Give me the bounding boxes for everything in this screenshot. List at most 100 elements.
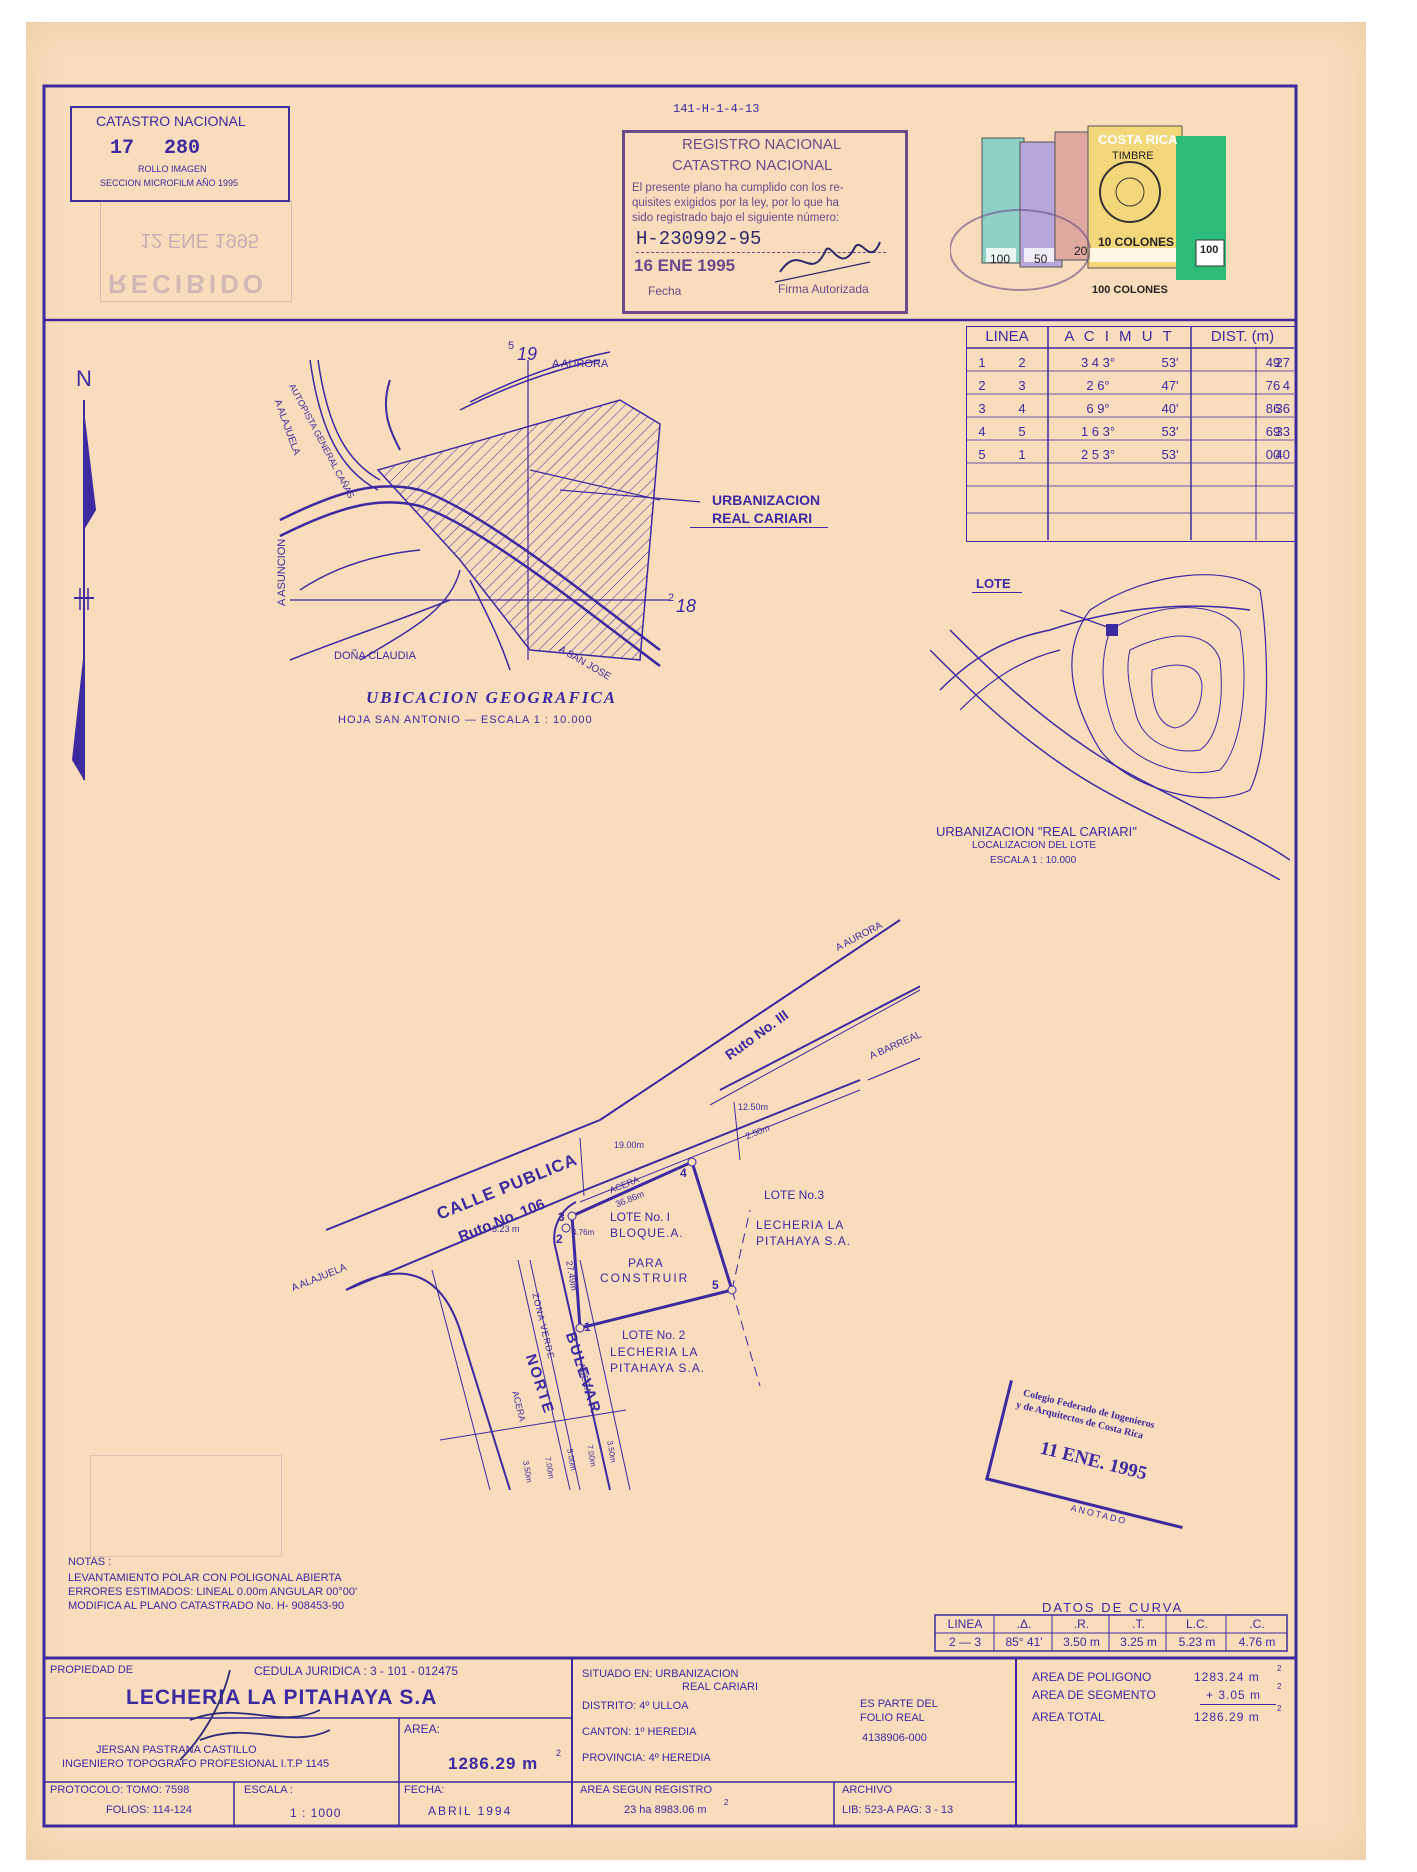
row-dist-cm: 00	[1265, 447, 1281, 462]
row-deg: 2 5 3°	[1080, 447, 1116, 462]
engineer-title: INGENIERO TOPOGRAFO PROFESIONAL I.T.P 11…	[62, 1758, 330, 1770]
situado-value: REAL CARIARI	[682, 1681, 759, 1693]
situado-label: SITUADO EN: URBANIZACION	[582, 1668, 739, 1680]
curve-value-c: 4.76 m	[1238, 1635, 1276, 1649]
area-registro-value: 23 ha 8983.06 m	[624, 1804, 707, 1816]
catastro-box	[70, 106, 290, 202]
row-dist-cm: 86	[1265, 401, 1281, 416]
notes-line-1: LEVANTAMIENTO POLAR CON POLIGONAL ABIERT…	[68, 1572, 342, 1584]
area-segmento-underline	[1200, 1704, 1276, 1705]
curve-value-delta: 85° 41'	[1005, 1635, 1043, 1649]
site-vertex-1: 1	[584, 1320, 591, 1334]
urbanizacion-underline	[690, 527, 828, 528]
row-from: 4	[978, 424, 986, 439]
catastro-number-a: 17	[110, 137, 135, 160]
engineer-signature-icon	[179, 1669, 331, 1761]
coord-right-b: 18	[676, 596, 697, 616]
area-total-value: 1286.29 m	[1194, 1710, 1260, 1724]
stamp-colones-100: 100 COLONES	[1092, 284, 1168, 296]
coord-right-a: 2	[668, 592, 675, 604]
azimuth-header-linea: LINEA	[985, 328, 1029, 345]
firma-label: Firma Autorizada	[778, 282, 869, 296]
registro-text-2: quisites exigidos por la ley, por lo que…	[632, 197, 839, 209]
row-min: 40'	[1161, 401, 1179, 416]
site-lecheria-3a: LECHERIA LA	[756, 1218, 845, 1232]
stamp-value-20: 20	[1074, 244, 1088, 258]
protocolo: PROTOCOLO: TOMO: 7598	[50, 1784, 190, 1796]
site-vertex-2: 2	[556, 1232, 563, 1246]
title-block-grid	[44, 1656, 1296, 1826]
notes-title: NOTAS :	[68, 1556, 112, 1568]
curve-value-linea: 2 — 3	[948, 1635, 981, 1649]
area-registro-sq: 2	[724, 1798, 729, 1807]
recibido-date: 12 ENE 1995	[140, 229, 259, 251]
distrito: DISTRITO: 4º ULLOA	[582, 1700, 689, 1712]
area-registro-label: AREA SEGUN REGISTRO	[580, 1784, 713, 1796]
curve-header-c: .C.	[1249, 1617, 1265, 1631]
curve-table-title: DATOS DE CURVA	[1042, 1600, 1184, 1615]
site-d-12-50: 12.50m	[738, 1102, 769, 1112]
seccion-label: SECCION MICROFILM AÑO 1995	[100, 178, 239, 188]
row-from: 2	[978, 378, 986, 393]
registro-number-line	[636, 252, 886, 253]
label-asuncion: A ASUNCION	[276, 538, 288, 606]
registro-text-1: El presente plano ha cumplido con los re…	[632, 182, 844, 194]
site-lecheria-2b: PITAHAYA S.A.	[610, 1361, 706, 1375]
lote-underline	[972, 592, 1022, 593]
fecha-value: ABRIL 1994	[428, 1804, 513, 1818]
curve-header-lc: L.C.	[1185, 1617, 1208, 1631]
area-poligono-label: AREA DE POLIGONO	[1032, 1670, 1152, 1684]
escala-value: 1 : 1000	[290, 1806, 342, 1820]
row-deg: 3 4 3°	[1080, 355, 1116, 370]
canton: CANTON: 1º HEREDIA	[582, 1726, 697, 1738]
fecha-title-label: FECHA:	[404, 1784, 445, 1796]
reference-code: 141-H-1-4-13	[673, 102, 760, 116]
area-poligono-sq: 2	[1277, 1664, 1282, 1673]
row-deg: 1 6 3°	[1080, 424, 1116, 439]
row-min: 53'	[1161, 447, 1179, 462]
propiedad-label: PROPIEDAD DE	[50, 1664, 134, 1676]
area-total-sq: 2	[1277, 1704, 1282, 1713]
row-min: 53'	[1161, 424, 1179, 439]
row-to: 5	[1018, 424, 1026, 439]
row-to: 3	[1018, 378, 1026, 393]
fecha-label: Fecha	[648, 284, 682, 298]
azimuth-table-grid	[966, 326, 1294, 540]
row-min: 47'	[1161, 378, 1179, 393]
site-lote-2: LOTE No. 2	[622, 1328, 686, 1342]
label-dona-claudia: DOÑA CLAUDIA	[334, 650, 416, 662]
label-aurora: A AURORA	[552, 358, 609, 370]
site-d-4-76: 4.76m	[572, 1228, 595, 1237]
row-to: 4	[1018, 401, 1026, 416]
row-dist-m: 27	[1275, 355, 1290, 370]
registro-text-3: sido registrado bajo el siguiente número…	[632, 212, 840, 224]
owner-name: LECHERIA LA PITAHAYA S.A	[126, 1686, 438, 1709]
north-label: N	[76, 366, 92, 391]
site-bloque: BLOQUE.A.	[610, 1226, 684, 1240]
es-parte-1: ES PARTE DEL	[860, 1698, 938, 1710]
curve-table	[934, 1614, 1288, 1652]
row-dist-cm: 49	[1265, 355, 1281, 370]
signature-icon	[774, 241, 881, 283]
row-from: 1	[978, 355, 986, 370]
site-vertex-5: 5	[712, 1278, 719, 1292]
lot-map-caption: URBANIZACION "REAL CARIARI"	[936, 824, 1137, 839]
archivo-value: LIB: 523-A PAG: 3 - 13	[842, 1804, 954, 1816]
row-dist-cm: 69	[1265, 424, 1281, 439]
location-map	[279, 351, 700, 671]
area-value-sq: 2	[556, 1748, 562, 1758]
rollo-label: ROLLO IMAGEN	[138, 164, 207, 174]
site-vertex-3: 3	[558, 1210, 565, 1224]
row-dist-m: 4	[1282, 378, 1290, 393]
archivo-label: ARCHIVO	[842, 1784, 893, 1796]
curve-header-linea: LINEA	[947, 1617, 983, 1631]
row-dist-m: 33	[1275, 424, 1290, 439]
folios: FOLIOS: 114-124	[106, 1804, 193, 1816]
label-lote: LOTE	[976, 576, 1011, 591]
registro-number: H-230992-95	[636, 228, 762, 250]
location-title: UBICACION GEOGRAFICA	[366, 688, 618, 707]
row-from: 3	[978, 401, 986, 416]
catastro-title: CATASTRO NACIONAL	[96, 113, 246, 129]
site-d-5-23: 5.23 m	[492, 1224, 520, 1234]
